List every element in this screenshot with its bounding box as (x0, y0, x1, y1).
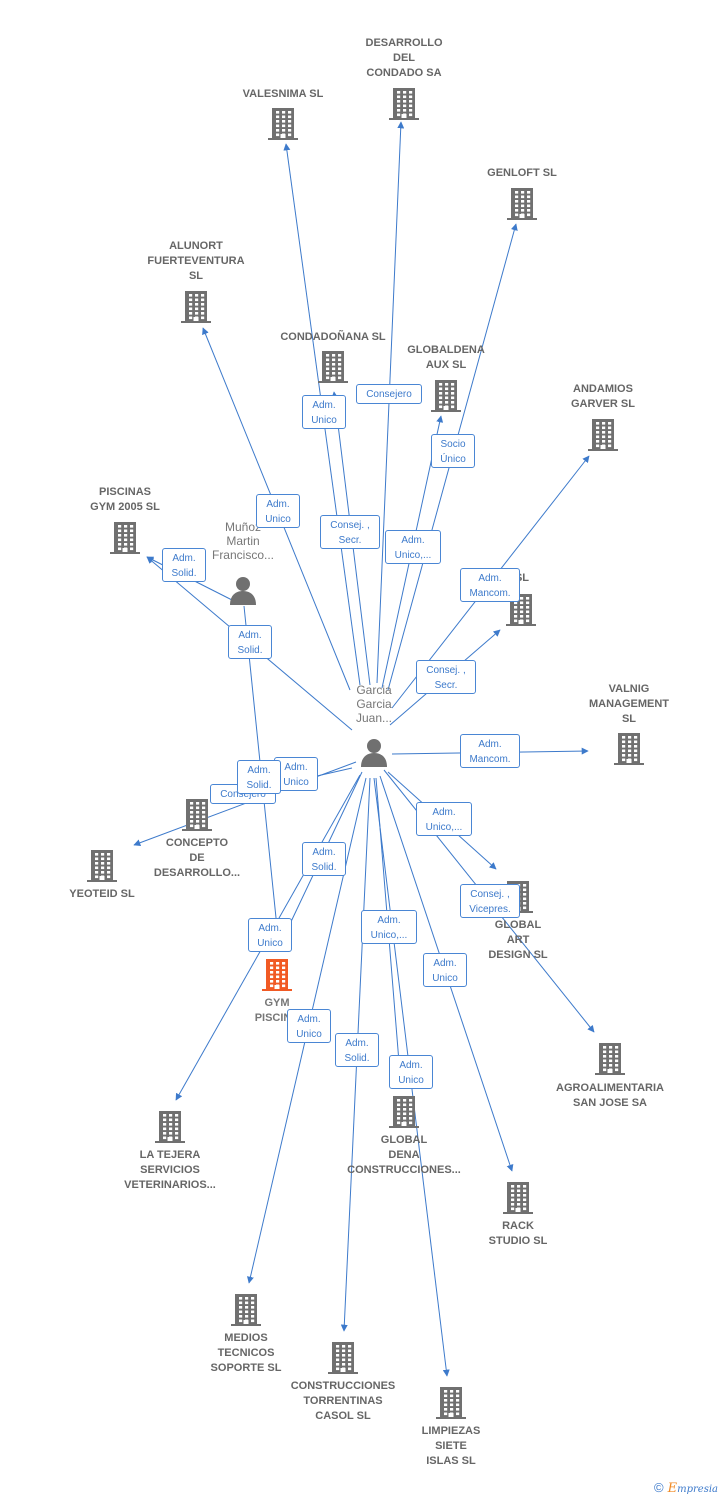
node-label: GENLOFT SL (487, 167, 557, 179)
building-icon (507, 186, 537, 225)
building-icon (436, 1385, 466, 1424)
node-label: DESARROLLO DEL CONDADO SA (365, 37, 443, 79)
node-label: CONDADOÑANA SL (280, 331, 386, 343)
edge-label-garcia-rack_studio[interactable]: Adm. Unico (423, 953, 467, 987)
edge-label-garcia-gym_piscina[interactable]: Adm. Solid. (302, 842, 346, 876)
node-label: GLOBALDENA AUX SL (407, 344, 485, 371)
building-icon (155, 1109, 185, 1148)
building-icon (182, 797, 212, 836)
edge-label-garcia-global_dena_constr[interactable]: Adm. Unico,... (361, 910, 417, 944)
edge-label-garcia-piscinas_gym[interactable]: Adm. Solid. (162, 548, 206, 582)
edge-label-garcia-genloft[interactable]: Socio Único (431, 434, 475, 468)
edge-label-garcia-construcciones_torrentinas[interactable]: Adm. Solid. (335, 1033, 379, 1067)
building-icon (110, 520, 140, 559)
node-label: AGROALIMENTARIA SAN JOSE SA (556, 1082, 664, 1109)
building-icon (431, 378, 461, 417)
node-label: GLOBAL ART DESIGN SL (488, 919, 548, 961)
node-label: LIMPIEZAS SIETE ISLAS SL (421, 1425, 481, 1467)
edge-label-garcia-condadonana[interactable]: Consej. , Secr. (320, 515, 380, 549)
node-label: CONSTRUCCIONES TORRENTINAS CASOL SL (290, 1380, 396, 1422)
edge-label-garcia-yeoteid[interactable]: Adm. Unico (274, 757, 318, 791)
edge-label-garcia-la_tejera[interactable]: Adm. Unico (287, 1009, 331, 1043)
building-icon (231, 1292, 261, 1331)
person-icon (359, 737, 389, 772)
node-label: VALESNIMA SL (242, 88, 324, 100)
node-label: ANDAMIOS GARVER SL (571, 383, 635, 410)
edge-label-garcia-alunort[interactable]: Adm. Unico (256, 494, 300, 528)
edge-label-garcia-valnig[interactable]: Adm. Mancom. (460, 734, 520, 768)
brand-initial: E (667, 1481, 678, 1496)
node-label: ALUNORT FUERTEVENTURA SL (147, 240, 245, 282)
edge-label-munoz-gym_piscina[interactable]: Adm. Solid. (237, 760, 281, 794)
node-label: YEOTEID SL (69, 888, 135, 900)
node-label: RACK STUDIO SL (488, 1220, 548, 1247)
edge-label-garcia-limpiezas[interactable]: Adm. Unico (389, 1055, 433, 1089)
edge-label-garcia-an_sl[interactable]: Consej. , Secr. (416, 660, 476, 694)
building-icon (318, 349, 348, 388)
edge-label-garcia-agroalimentaria[interactable]: Consej. , Vicepres. (460, 884, 520, 918)
building-icon (595, 1041, 625, 1080)
node-label: Muñoz Martin Francisco... (211, 520, 274, 562)
edge-label-garcia-globaldena_aux[interactable]: Adm. Unico,... (385, 530, 441, 564)
node-label: Garcia Garcia Juan... (355, 683, 393, 725)
copyright-symbol: © (654, 1480, 664, 1495)
building-icon (389, 1094, 419, 1133)
node-label: CONCEPTO DE DESARROLLO... (153, 837, 241, 879)
building-icon (262, 957, 292, 996)
person-icon (228, 575, 258, 610)
edge-label-garcia-medios_tecnicos[interactable]: Adm. Unico (248, 918, 292, 952)
building-icon (389, 86, 419, 125)
building-icon (181, 289, 211, 328)
building-icon (588, 417, 618, 456)
building-icon (614, 731, 644, 770)
building-icon (328, 1340, 358, 1379)
building-icon (503, 1180, 533, 1219)
building-icon (506, 592, 536, 631)
edge-label-garcia-andamios[interactable]: Adm. Mancom. (460, 568, 520, 602)
building-icon (268, 106, 298, 145)
edge-label-garcia-valesnima[interactable]: Adm. Unico (302, 395, 346, 429)
edge-label-munoz-piscinas_gym[interactable]: Adm. Solid. (228, 625, 272, 659)
edge-label-garcia-global_art[interactable]: Adm. Unico,... (416, 802, 472, 836)
building-icon (87, 848, 117, 887)
node-label: MEDIOS TECNICOS SOPORTE SL (210, 1332, 282, 1374)
edge-label-garcia-desarrollo_condado[interactable]: Consejero (356, 384, 422, 404)
node-label: LA TEJERA SERVICIOS VETERINARIOS... (124, 1149, 216, 1191)
node-label: PISCINAS GYM 2005 SL (90, 486, 160, 513)
node-label: GLOBAL DENA CONSTRUCCIONES... (347, 1134, 461, 1176)
brand-watermark: ©Empresia (654, 1480, 718, 1496)
node-label: VALNIG MANAGEMENT SL (588, 683, 670, 725)
brand-name: mpresia (677, 1484, 718, 1495)
